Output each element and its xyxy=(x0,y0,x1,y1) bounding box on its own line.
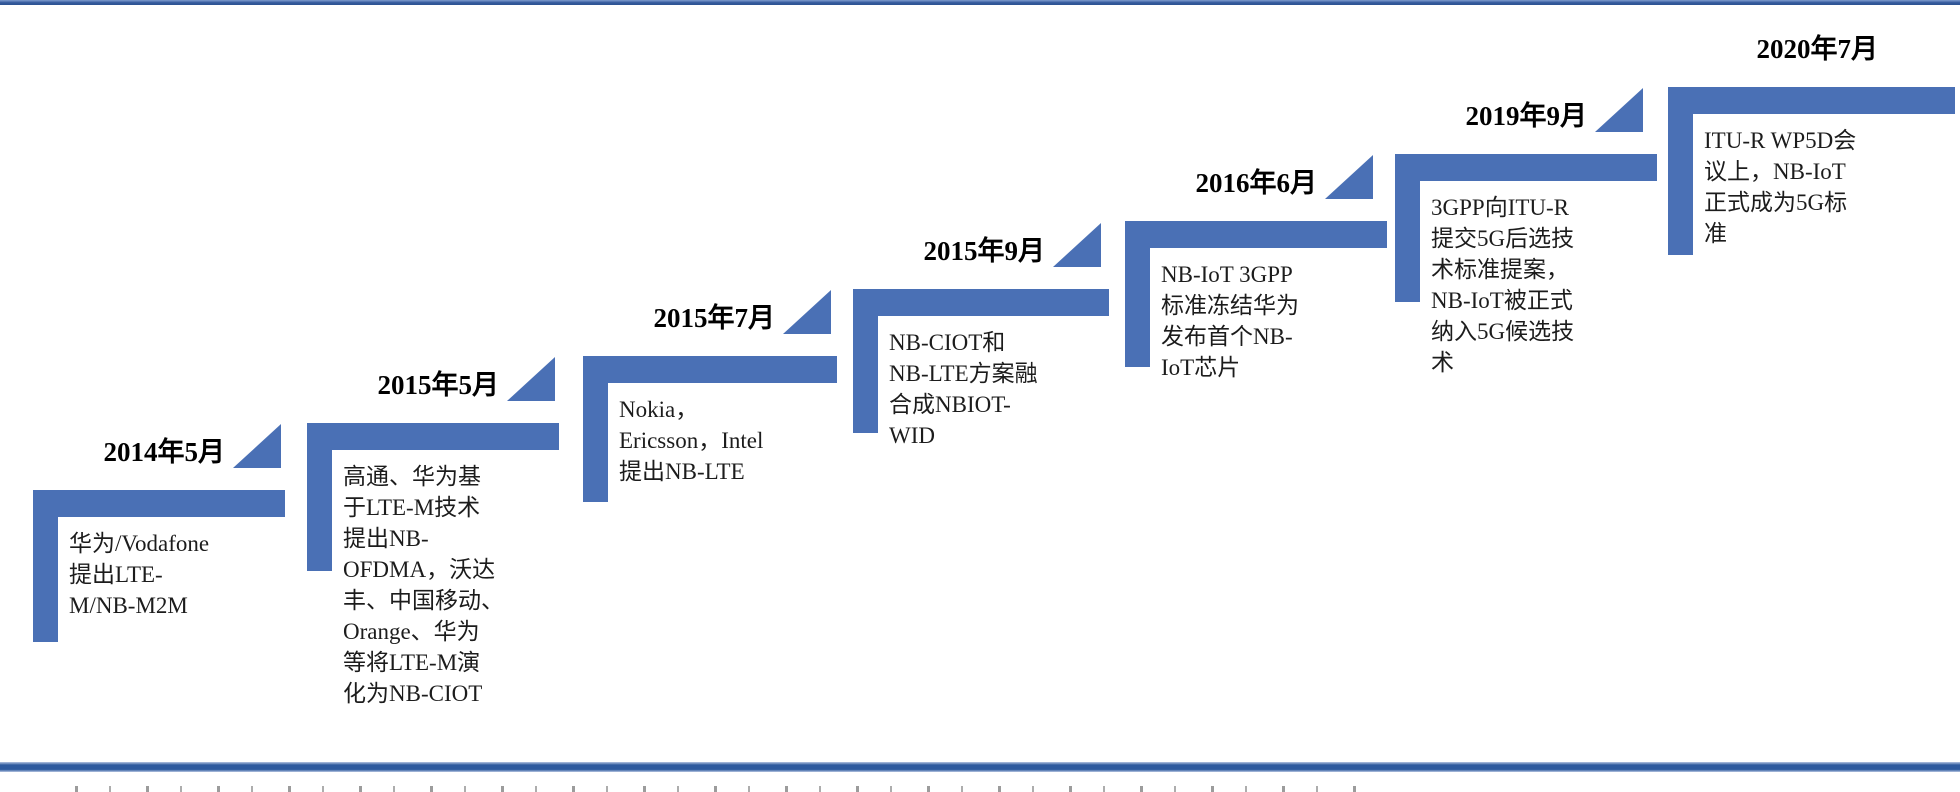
step-triangle-icon xyxy=(1595,88,1643,132)
step-description: NB-IoT 3GPP 标准冻结华为 发布首个NB- IoT芯片 xyxy=(1161,262,1299,380)
step-bar-horizontal xyxy=(1668,87,1955,114)
step-bar-vertical xyxy=(307,423,332,571)
step-triangle-icon xyxy=(1325,155,1373,199)
step-date-label: 2015年9月 xyxy=(923,236,1046,266)
step-description: 高通、华为基 于LTE-M技术 提出NB- OFDMA，沃达 丰、中国移动、 O… xyxy=(343,464,504,706)
step-bar-horizontal xyxy=(853,289,1109,316)
step-triangle-icon xyxy=(233,424,281,468)
step-triangle-icon xyxy=(783,290,831,334)
step-bar-horizontal xyxy=(307,423,559,450)
step-bar-vertical xyxy=(853,289,878,433)
step-bar-horizontal xyxy=(33,490,285,517)
step-triangle-icon xyxy=(1053,223,1101,267)
step-date-label: 2020年7月 xyxy=(1756,34,1879,64)
step-description: Nokia， Ericsson，Intel 提出NB-LTE xyxy=(619,397,764,484)
step-bar-horizontal xyxy=(1395,154,1657,181)
bottom-border-rule xyxy=(0,762,1960,772)
step-description: 3GPP向ITU-R 提交5G后选技 术标准提案， NB-IoT被正式 纳入5G… xyxy=(1431,195,1575,375)
step-bar-vertical xyxy=(33,490,58,642)
step-description: NB-CIOT和 NB-LTE方案融 合成NBIOT- WID xyxy=(889,330,1038,448)
step-bar-vertical xyxy=(1668,87,1693,255)
step-bar-vertical xyxy=(1395,154,1420,302)
step-date-label: 2016年6月 xyxy=(1195,168,1318,198)
step-date-label: 2014年5月 xyxy=(103,437,226,467)
step-date-label: 2019年9月 xyxy=(1465,101,1588,131)
step-description: ITU-R WP5D会 议上，NB-IoT 正式成为5G标 准 xyxy=(1704,128,1857,246)
step-bar-vertical xyxy=(1125,221,1150,367)
step-description: 华为/Vodafone 提出LTE- M/NB-M2M xyxy=(69,531,210,618)
cutoff-text-artifact xyxy=(75,786,1365,792)
step-date-label: 2015年5月 xyxy=(377,370,500,400)
step-date-label: 2015年7月 xyxy=(653,303,776,333)
step-bar-vertical xyxy=(583,356,608,502)
step-triangle-icon xyxy=(507,357,555,401)
top-border-rule xyxy=(0,0,1960,5)
step-bar-horizontal xyxy=(1125,221,1387,248)
step-bar-horizontal xyxy=(583,356,837,383)
